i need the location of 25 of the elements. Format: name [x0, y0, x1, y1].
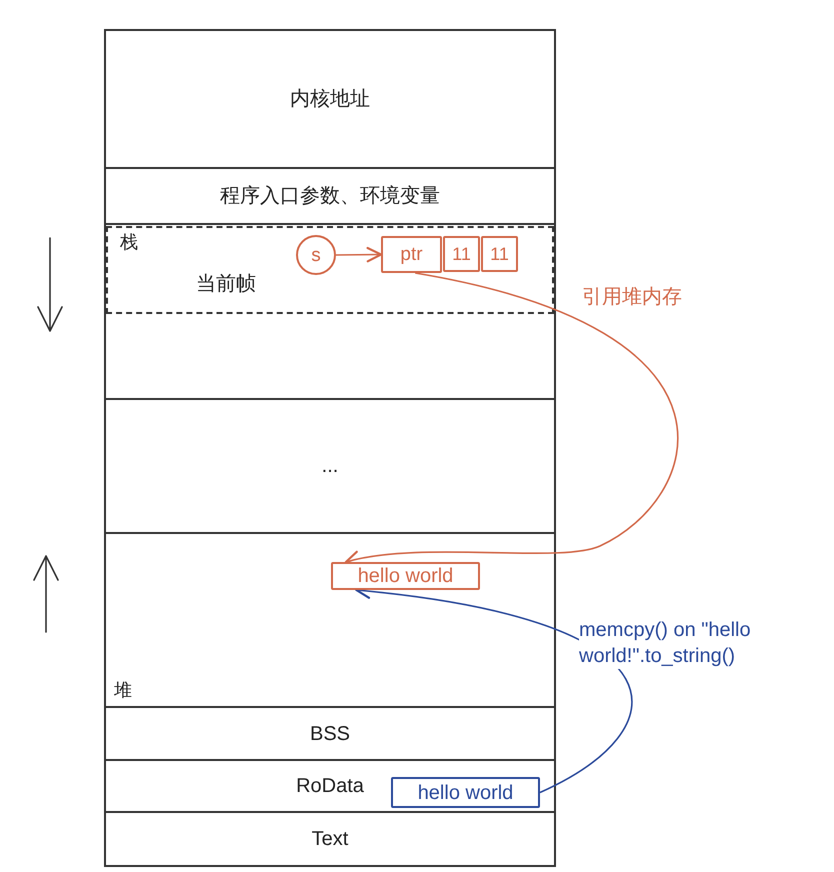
frame-label: 当前帧 [196, 272, 256, 296]
memory-cell: 11 [481, 236, 518, 272]
memory-segment [104, 811, 556, 867]
memory-segment [104, 223, 556, 400]
segment-label: RoData [296, 774, 364, 798]
stack-frame [106, 226, 554, 314]
memory-segment [104, 759, 556, 813]
segment-label: 程序入口参数、环境变量 [220, 184, 440, 208]
variable-circle: s [296, 235, 336, 275]
memory-segment [104, 167, 556, 225]
segment-label: 内核地址 [290, 87, 370, 111]
segment-label: ... [322, 454, 338, 478]
memory-segment [104, 706, 556, 761]
memory-segment [104, 532, 556, 708]
memory-segment [104, 398, 556, 534]
segment-label: 堆 [114, 680, 132, 702]
memory-cell: ptr [381, 236, 442, 273]
memory-cell: 11 [443, 236, 480, 272]
string-box: hello world [331, 562, 480, 590]
segment-label: BSS [310, 722, 350, 746]
arrow [336, 246, 382, 262]
segment-label: Text [312, 827, 348, 851]
string-box: hello world [391, 777, 540, 808]
memory-segment [104, 29, 556, 169]
frame-label: 栈 [120, 232, 138, 254]
